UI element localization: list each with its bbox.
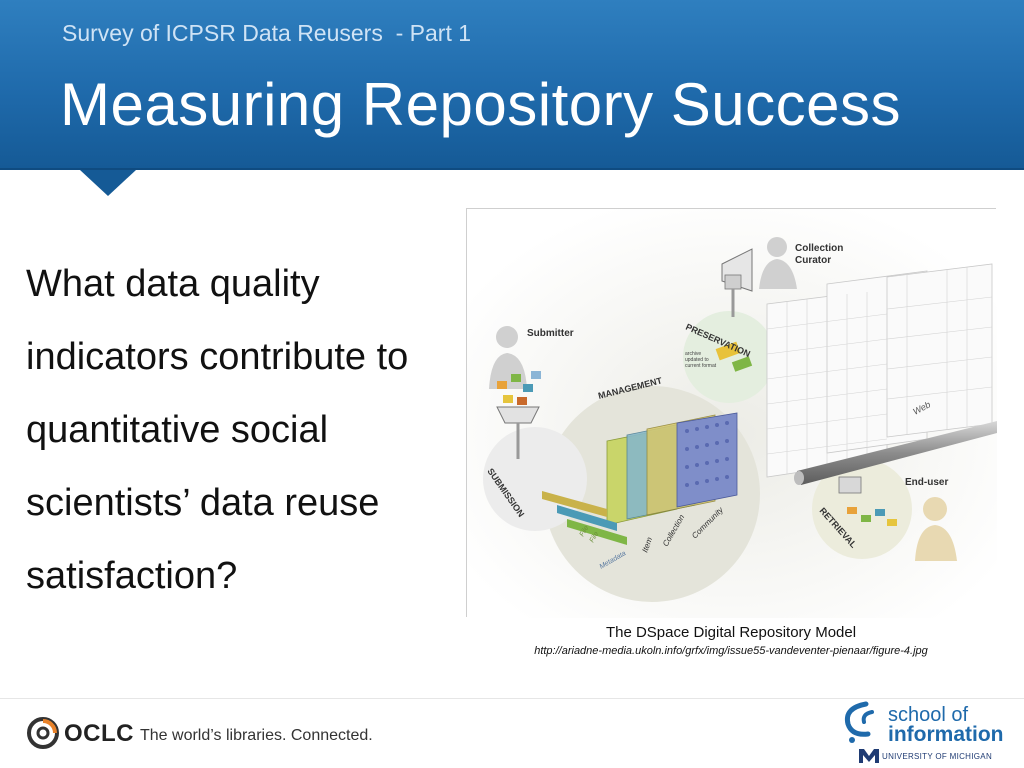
dspace-model-figure: Collection Curator Submitter <box>466 208 997 618</box>
soi-wordmark-line2: information <box>888 723 1004 746</box>
figure-caption: The DSpace Digital Repository Model <box>605 624 857 641</box>
slide-subtitle: Survey of ICPSR Data Reusers - Part 1 <box>62 20 472 46</box>
retrieval-circle <box>812 459 912 559</box>
university-michigan-m-icon <box>859 749 879 763</box>
slide-title: Measuring Repository Success <box>60 71 902 138</box>
management-stack <box>606 412 738 526</box>
archive-note-1: archive <box>685 351 701 357</box>
end-user-label: End-user <box>905 477 948 488</box>
oclc-tagline: The world’s libraries. Connected. <box>140 727 373 744</box>
file-label-1: File <box>579 525 591 538</box>
dspace-diagram: Collection Curator Submitter <box>467 209 997 618</box>
banner-pointer <box>80 170 136 196</box>
end-user-figure <box>838 476 957 561</box>
curator-figure <box>721 237 797 317</box>
submission-circle <box>483 427 587 531</box>
figure-source-url: http://ariadne-media.ukoln.info/grfx/img… <box>534 645 928 657</box>
research-question: What data quality indicators contribute … <box>26 263 409 597</box>
submission-blocks <box>497 371 541 405</box>
item-strips <box>542 491 627 545</box>
archive-note-2: updated to <box>685 357 709 363</box>
curator-label-2: Curator <box>795 255 831 266</box>
archive-note-3: current format <box>685 363 717 369</box>
oclc-swirl-icon <box>27 717 59 749</box>
footer-divider <box>0 698 1024 699</box>
title-banner: Survey of ICPSR Data Reusers - Part 1 Me… <box>0 0 1024 170</box>
submitter-label: Submitter <box>527 328 574 339</box>
soi-wordmark-line1: school of <box>888 704 969 726</box>
school-of-information-icon <box>844 701 874 743</box>
curator-label-1: Collection <box>795 243 843 254</box>
file-label-2: File <box>589 531 601 544</box>
oclc-wordmark: OCLC <box>64 720 134 747</box>
web-pipe <box>797 421 997 485</box>
um-wordmark: UNIVERSITY OF MICHIGAN <box>882 752 993 761</box>
